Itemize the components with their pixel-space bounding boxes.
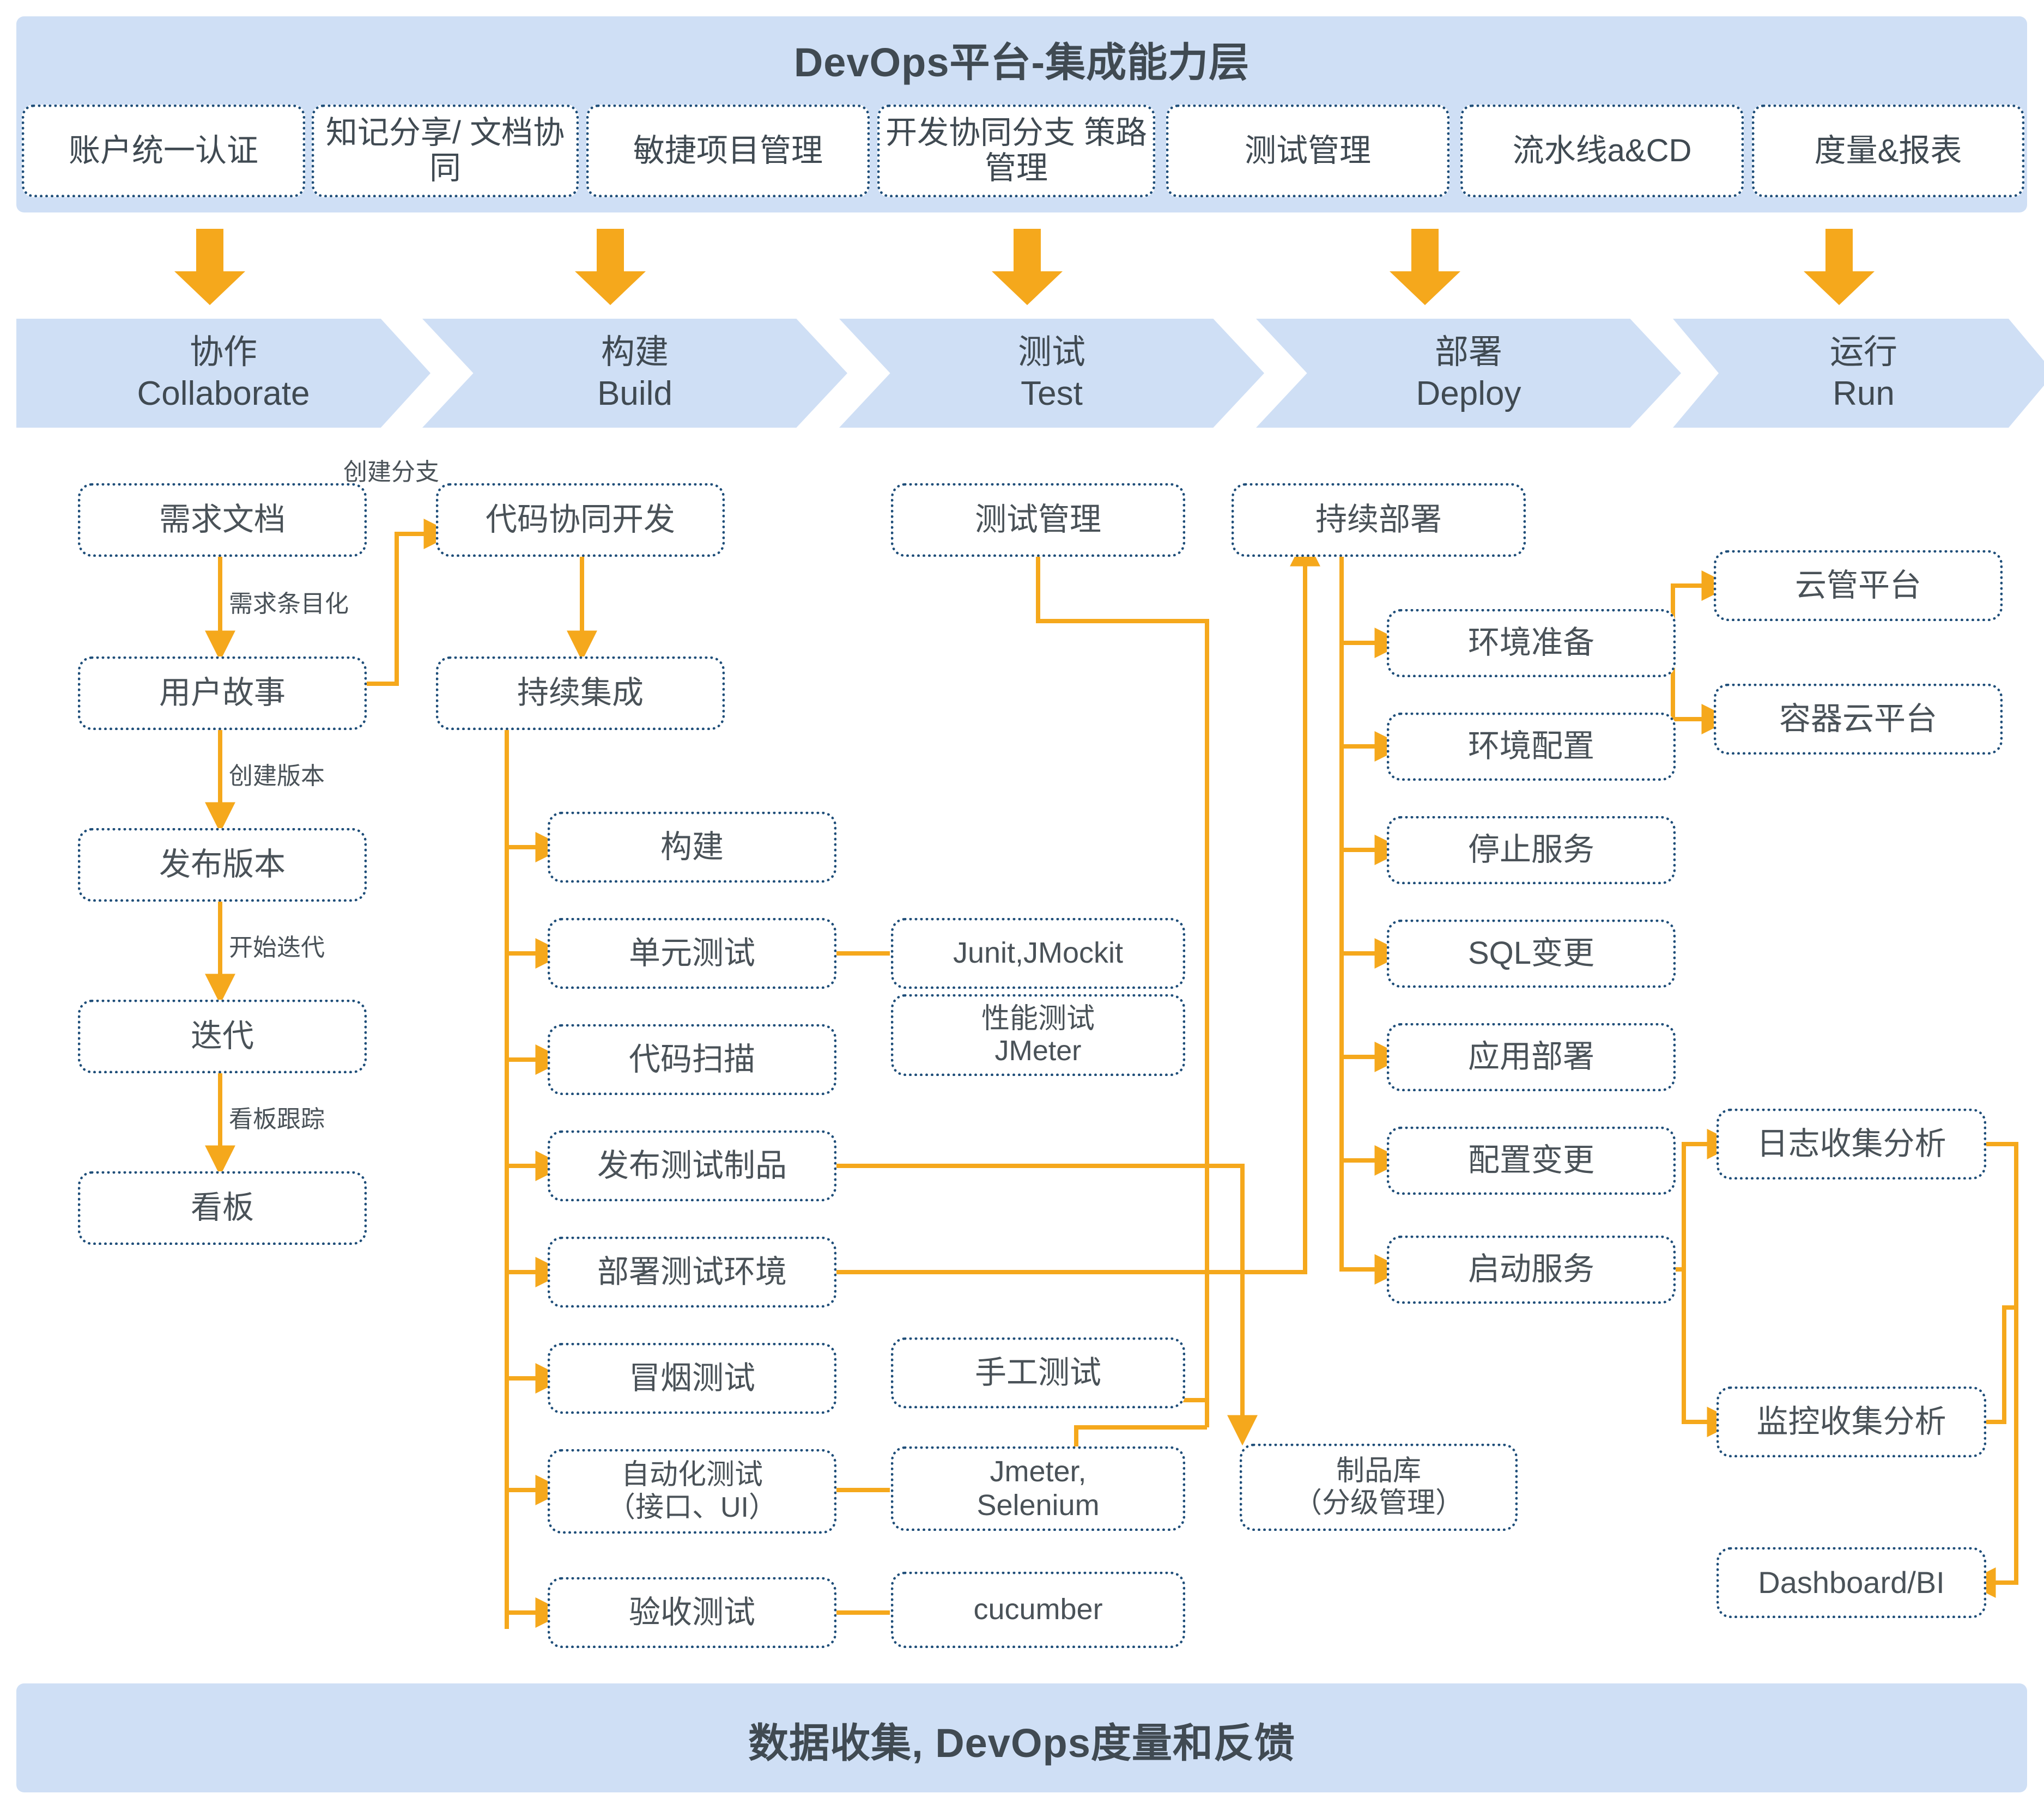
stage-run[interactable]: 运行 Run	[1673, 319, 2044, 428]
capability-card-knowledge-doc[interactable]: 知记分享/ 文档协同	[312, 105, 579, 197]
capability-card-account-auth[interactable]: 账户统一认证	[22, 105, 305, 197]
node-dashboard-bi[interactable]: Dashboard/BI	[1717, 1547, 1986, 1618]
node-log-collection-analysis[interactable]: 日志收集分析	[1717, 1109, 1986, 1179]
node-cloud-mgmt-platform[interactable]: 云管平台	[1714, 550, 2003, 621]
capability-card-pipeline-cicd[interactable]: 流水线a&CD	[1460, 105, 1744, 197]
node-tool-jmeter-selenium[interactable]: Jmeter, Selenium	[891, 1446, 1185, 1531]
stage-build[interactable]: 构建 Build	[422, 319, 847, 428]
stage-collaborate-en: Collaborate	[137, 375, 310, 412]
node-deploy-step-sql-change[interactable]: SQL变更	[1387, 920, 1676, 988]
node-build-step-acceptance-test[interactable]: 验收测试	[548, 1577, 836, 1648]
edge-label-start-iteration: 开始迭代	[229, 934, 325, 961]
node-iteration[interactable]: 迭代	[78, 1000, 367, 1073]
node-tool-jmeter-performance[interactable]: 性能测试 JMeter	[891, 994, 1185, 1076]
down-arrow-deploy	[1390, 229, 1460, 305]
node-deploy-step-stop-service[interactable]: 停止服务	[1387, 816, 1676, 884]
node-code-collab-dev[interactable]: 代码协同开发	[436, 483, 725, 557]
node-test-management[interactable]: 测试管理	[891, 483, 1185, 557]
stage-collaborate-cn: 协作	[189, 333, 257, 372]
node-build-step-smoke-test[interactable]: 冒烟测试	[548, 1343, 836, 1414]
node-monitor-collection-analysis[interactable]: 监控收集分析	[1717, 1387, 1986, 1457]
down-arrow-run	[1804, 229, 1875, 305]
stage-test[interactable]: 测试 Test	[839, 319, 1264, 428]
down-arrow-test	[992, 229, 1063, 305]
stage-deploy-en: Deploy	[1416, 375, 1521, 412]
down-arrow-build	[575, 229, 646, 305]
node-deploy-step-env-prepare[interactable]: 环境准备	[1387, 609, 1676, 677]
footer-title: 数据收集, DevOps度量和反馈	[748, 1720, 1295, 1766]
node-build-step-publish-artifact[interactable]: 发布测试制品	[548, 1130, 836, 1201]
node-build-step-deploy-test-env[interactable]: 部署测试环境	[548, 1237, 836, 1308]
stage-collaborate[interactable]: 协作 Collaborate	[16, 319, 430, 428]
stage-test-en: Test	[1021, 375, 1083, 412]
stage-run-cn: 运行	[1829, 333, 1897, 372]
node-container-cloud-platform[interactable]: 容器云平台	[1714, 684, 2003, 755]
node-build-step-code-scan[interactable]: 代码扫描	[548, 1024, 836, 1095]
node-continuous-deployment[interactable]: 持续部署	[1232, 483, 1526, 557]
node-release-version[interactable]: 发布版本	[78, 828, 367, 902]
node-user-story[interactable]: 用户故事	[78, 656, 367, 730]
node-deploy-step-env-config[interactable]: 环境配置	[1387, 713, 1676, 781]
node-tool-junit-jmockit[interactable]: Junit,JMockit	[891, 918, 1185, 989]
stage-build-en: Build	[597, 375, 672, 412]
edge-label-create-branch: 创建分支	[343, 459, 439, 485]
node-requirement-doc[interactable]: 需求文档	[78, 483, 367, 557]
edge-label-create-version: 创建版本	[229, 763, 325, 789]
node-build-step-automation-test[interactable]: 自动化测试 （接口、UI）	[548, 1449, 836, 1534]
capability-card-branch-strategy[interactable]: 开发协同分支 策路管理	[877, 105, 1155, 197]
node-artifact-repository[interactable]: 制品库 （分级管理）	[1240, 1444, 1518, 1531]
node-build-step-compile[interactable]: 构建	[548, 812, 836, 883]
node-deploy-step-app-deploy[interactable]: 应用部署	[1387, 1023, 1676, 1091]
node-deploy-step-start-service[interactable]: 启动服务	[1387, 1236, 1676, 1304]
node-tool-manual-test[interactable]: 手工测试	[891, 1337, 1185, 1408]
node-deploy-step-config-change[interactable]: 配置变更	[1387, 1127, 1676, 1195]
stage-test-cn: 测试	[1017, 333, 1085, 372]
node-build-step-unit-test[interactable]: 单元测试	[548, 918, 836, 989]
node-continuous-integration[interactable]: 持续集成	[436, 656, 725, 730]
capability-card-test-mgmt[interactable]: 测试管理	[1166, 105, 1449, 197]
stage-deploy-cn: 部署	[1434, 333, 1502, 372]
edge-label-kanban-track: 看板跟踪	[229, 1106, 325, 1133]
page-title: DevOps平台-集成能力层	[793, 40, 1250, 85]
edge-label-requirement-itemize: 需求条目化	[229, 591, 349, 617]
data-feedback-banner	[16, 1683, 2027, 1792]
down-arrow-collaborate	[174, 229, 245, 305]
capability-card-metrics-report[interactable]: 度量&报表	[1752, 105, 2024, 197]
stage-deploy[interactable]: 部署 Deploy	[1256, 319, 1681, 428]
stage-build-cn: 构建	[601, 333, 669, 372]
node-kanban[interactable]: 看板	[78, 1171, 367, 1245]
node-tool-cucumber[interactable]: cucumber	[891, 1572, 1185, 1648]
stage-run-en: Run	[1833, 375, 1895, 412]
capability-card-agile-pm[interactable]: 敏捷项目管理	[586, 105, 870, 197]
